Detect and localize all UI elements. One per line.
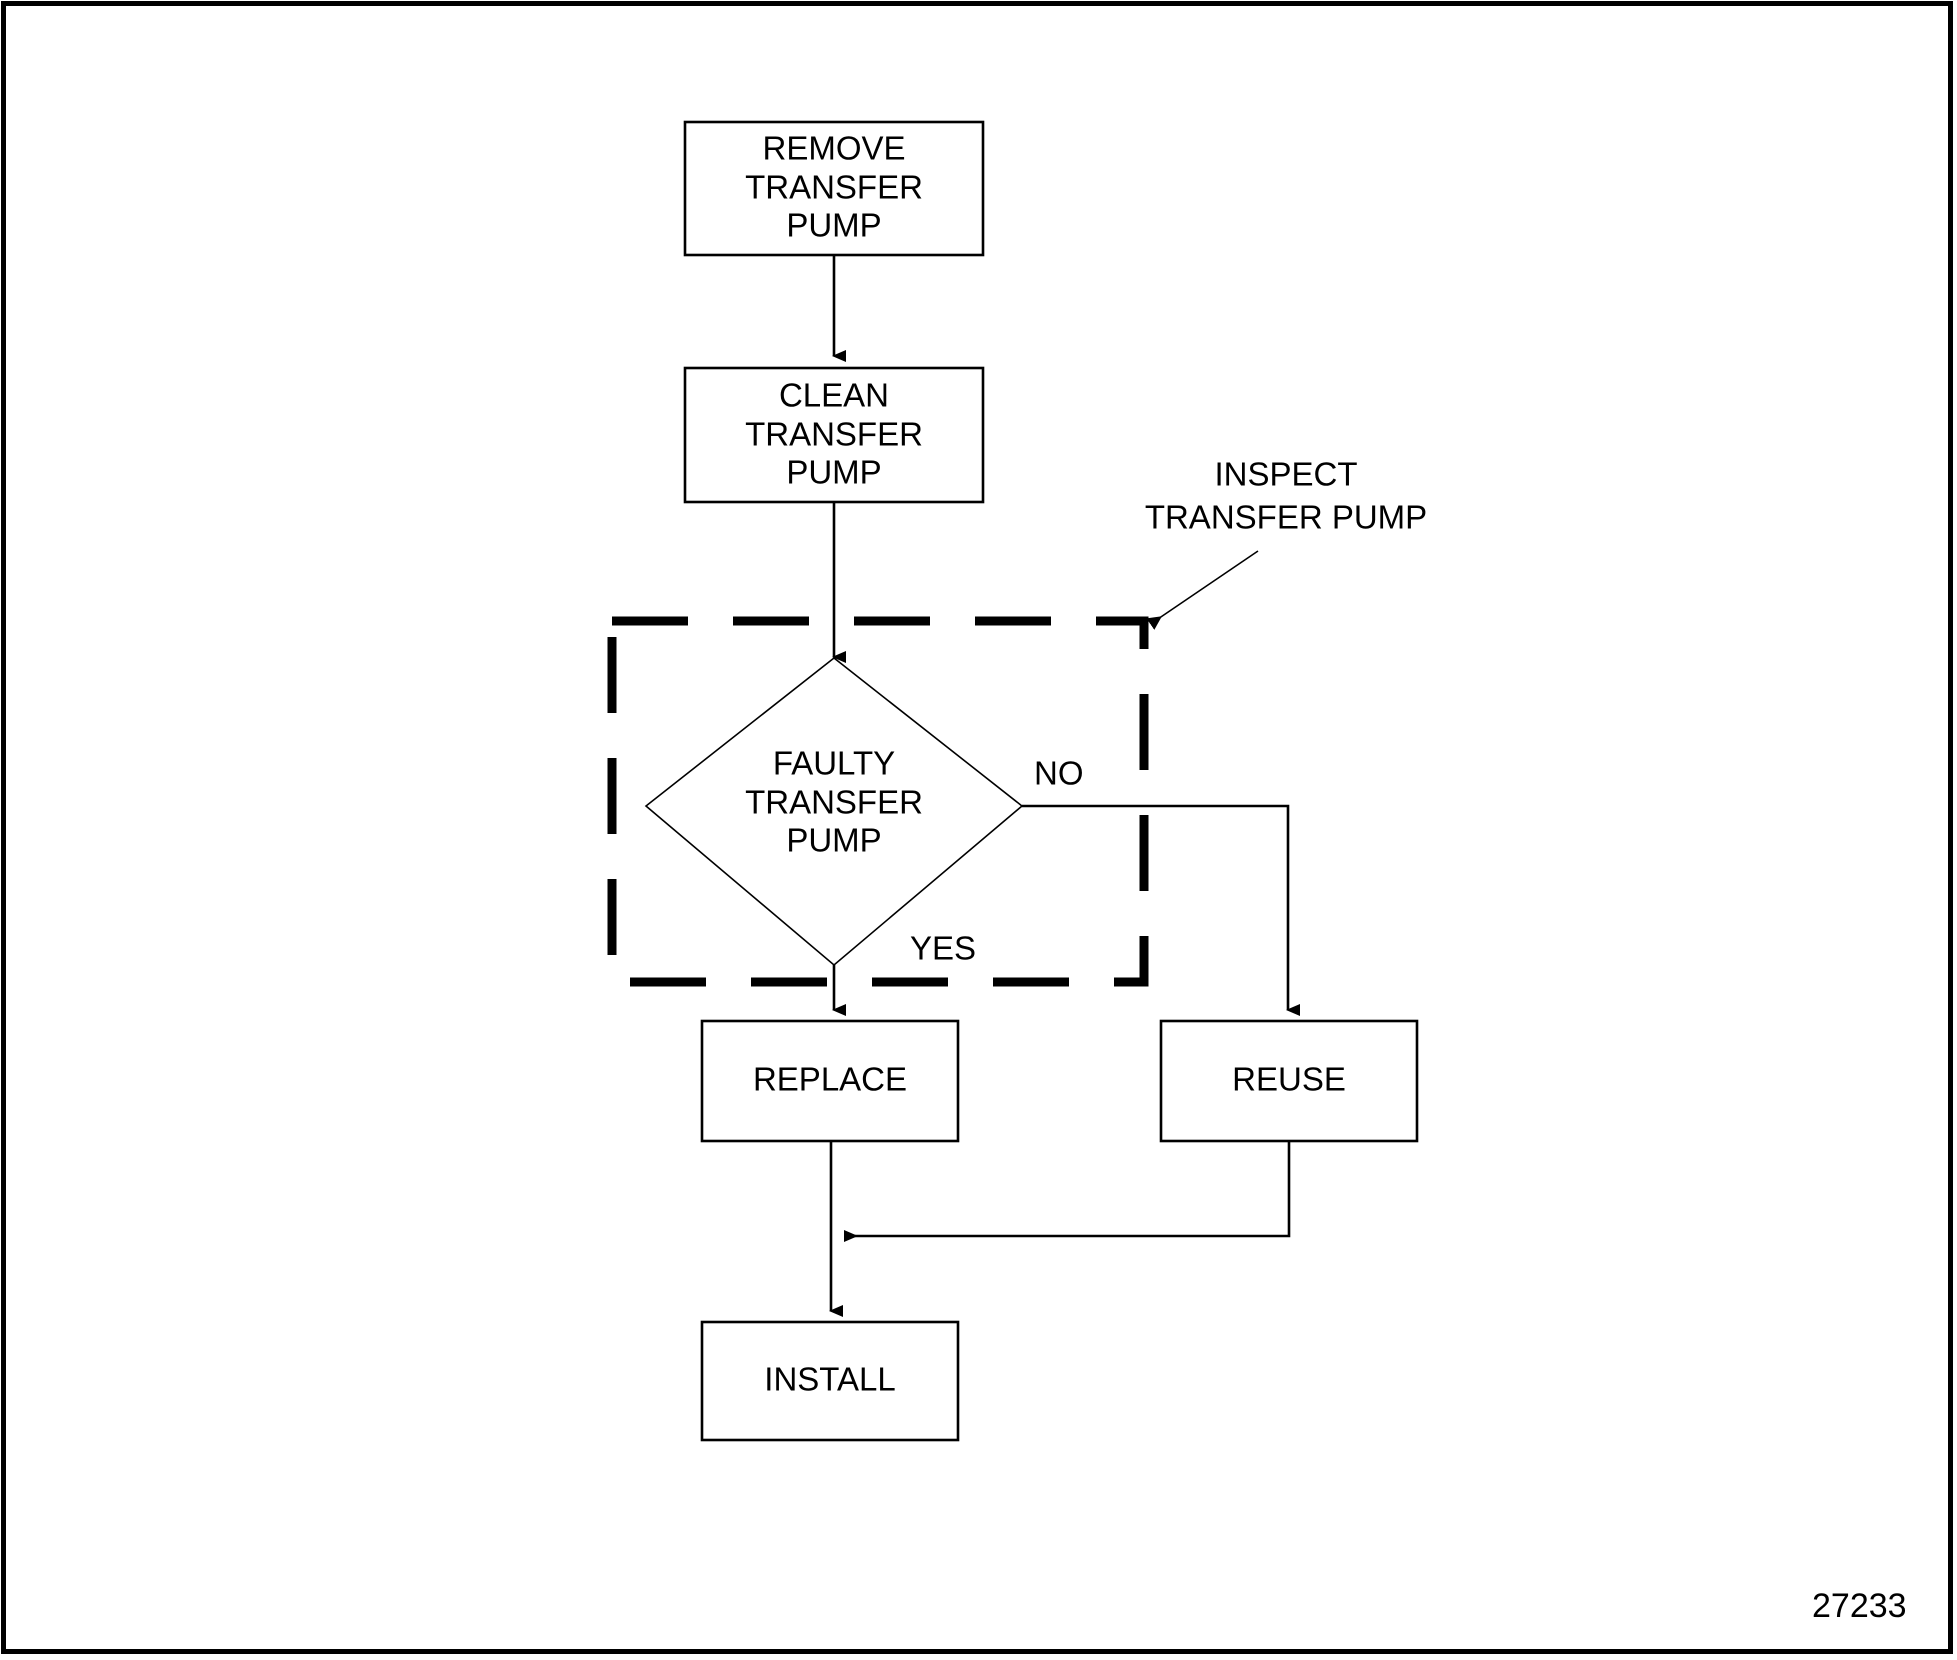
edge-faulty-no-to-reuse xyxy=(1022,804,1300,1016)
node-reuse[interactable] xyxy=(1159,1019,1419,1143)
node-remove-line3: PUMP xyxy=(786,207,881,244)
inspect-group-dashed-box xyxy=(607,616,1149,987)
node-clean-transfer-pump[interactable] xyxy=(683,366,985,504)
node-clean-line1: CLEAN xyxy=(779,377,889,414)
inspect-callout-leader-line xyxy=(1146,550,1259,630)
edge-label-no: NO xyxy=(1034,755,1084,792)
inspect-callout-line2: TRANSFER PUMP xyxy=(1145,499,1427,536)
node-clean-line3: PUMP xyxy=(786,454,881,491)
node-remove-line1: REMOVE xyxy=(762,130,905,167)
node-faulty-line3: PUMP xyxy=(786,822,881,859)
node-faulty-line2: TRANSFER xyxy=(745,784,923,821)
node-clean-line2: TRANSFER xyxy=(745,416,923,453)
edge-label-yes: YES xyxy=(910,930,976,967)
node-reuse-label: REUSE xyxy=(1232,1061,1346,1098)
edge-reuse-to-install xyxy=(844,1141,1291,1242)
node-replace-label: REPLACE xyxy=(753,1061,907,1098)
figure-id-number: 27233 xyxy=(1812,1587,1907,1625)
node-install[interactable] xyxy=(700,1320,960,1442)
node-remove-line2: TRANSFER xyxy=(745,169,923,206)
node-install-label: INSTALL xyxy=(764,1361,895,1398)
node-remove-transfer-pump[interactable] xyxy=(683,120,985,257)
node-replace[interactable] xyxy=(700,1019,960,1143)
node-faulty-line1: FAULTY xyxy=(773,745,895,782)
inspect-callout-line1: INSPECT xyxy=(1214,456,1357,493)
